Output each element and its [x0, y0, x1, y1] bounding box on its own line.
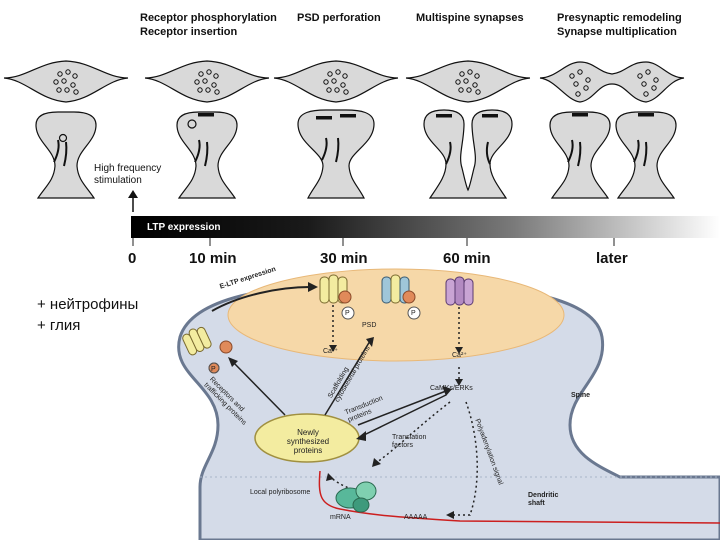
- stage-4-label-line2: Synapse multiplication: [557, 26, 677, 38]
- molecular-diagram: [177, 268, 720, 540]
- label-camks: CaMKs/ERKs: [430, 385, 473, 392]
- stage-2-label: PSD perforation: [297, 12, 381, 24]
- ltp-expression-bar: [131, 216, 720, 238]
- label-dendritic-shaft: Dendritic shaft: [528, 492, 559, 507]
- label-local-polyribosome: Local polyribosome: [250, 489, 311, 496]
- synapse-stage-3: [273, 60, 399, 199]
- ltp-expression-label: LTP expression: [147, 222, 221, 233]
- label-mrna: mRNA: [330, 514, 351, 521]
- synapse-stage-5: [539, 61, 685, 199]
- synapse-panels: [3, 60, 685, 212]
- note-glia: + глия: [37, 317, 81, 334]
- label-spine: Spine: [571, 392, 591, 399]
- psd-region: [227, 268, 565, 362]
- label-p-3: P: [211, 366, 216, 373]
- receptor-left: [182, 326, 212, 356]
- time-axis-ticks: [132, 238, 615, 246]
- label-ca-1: Ca²⁺: [323, 348, 338, 355]
- time-tick-10min: 10 min: [189, 250, 237, 267]
- mrna-strand: [318, 470, 720, 524]
- label-p-2: P: [411, 310, 416, 317]
- stimulus-label: High frequency stimulation: [94, 163, 162, 186]
- stage-3-label: Multispine synapses: [416, 12, 524, 24]
- time-tick-60min: 60 min: [443, 250, 491, 267]
- receptor-3: [445, 276, 474, 306]
- label-psd: PSD: [362, 322, 377, 329]
- synapse-stage-1: [3, 60, 129, 199]
- stage-4-label-line1: Presynaptic remodeling: [557, 12, 682, 24]
- stage-1-label-line2: Receptor insertion: [140, 26, 238, 38]
- label-ca-2: Ca²⁺: [452, 352, 467, 359]
- label-p-1: P: [345, 310, 350, 317]
- label-aaaaa: AAAAA: [404, 514, 428, 521]
- time-tick-30min: 30 min: [320, 250, 368, 267]
- label-newly-synthesized: Newly synthesized proteins: [286, 428, 330, 455]
- note-neurotrophins: + нейтрофины: [37, 296, 139, 313]
- stage-1-label-line1: Receptor phosphorylation: [140, 12, 277, 24]
- receptor-1: [319, 274, 352, 304]
- time-tick-later: later: [596, 250, 628, 267]
- label-translation: Translation factors: [392, 434, 427, 449]
- time-tick-0: 0: [128, 250, 137, 267]
- synapse-stage-2: [144, 60, 270, 199]
- synapse-stage-4: [405, 60, 531, 199]
- receptor-2: [381, 274, 416, 304]
